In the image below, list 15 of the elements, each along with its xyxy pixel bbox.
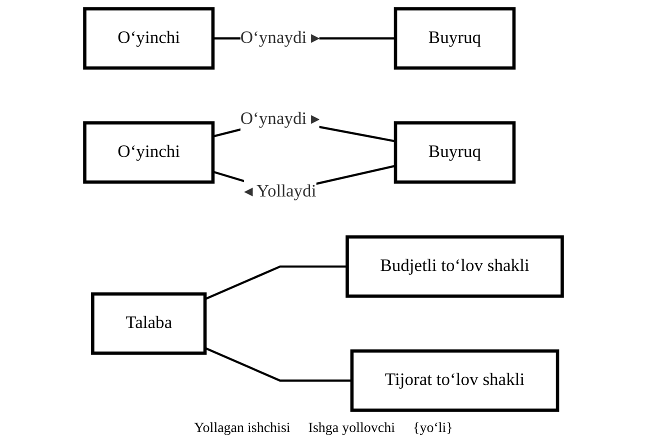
edge-label: ◂ Yollaydi (244, 182, 316, 201)
node-box: Budjetli to‘lov shakli (346, 235, 564, 298)
node-box: Tijorat to‘lov shakli (350, 349, 560, 412)
node-box: Buyruq (394, 7, 516, 70)
node-box: Talaba (91, 292, 207, 355)
connector (204, 265, 348, 300)
note-text: {yo‘li} (413, 421, 453, 437)
note-text: Yollagan ishchisi (194, 421, 290, 437)
edge-label: O‘ynaydi ▸ (240, 28, 320, 48)
node-box: Buyruq (394, 121, 516, 184)
node-box: O‘yinchi (83, 7, 215, 70)
connector (204, 346, 352, 382)
edge-label: O‘ynaydi ▸ (240, 110, 320, 128)
node-box: O‘yinchi (83, 121, 215, 184)
note-text: Ishga yollovchi (308, 421, 396, 437)
